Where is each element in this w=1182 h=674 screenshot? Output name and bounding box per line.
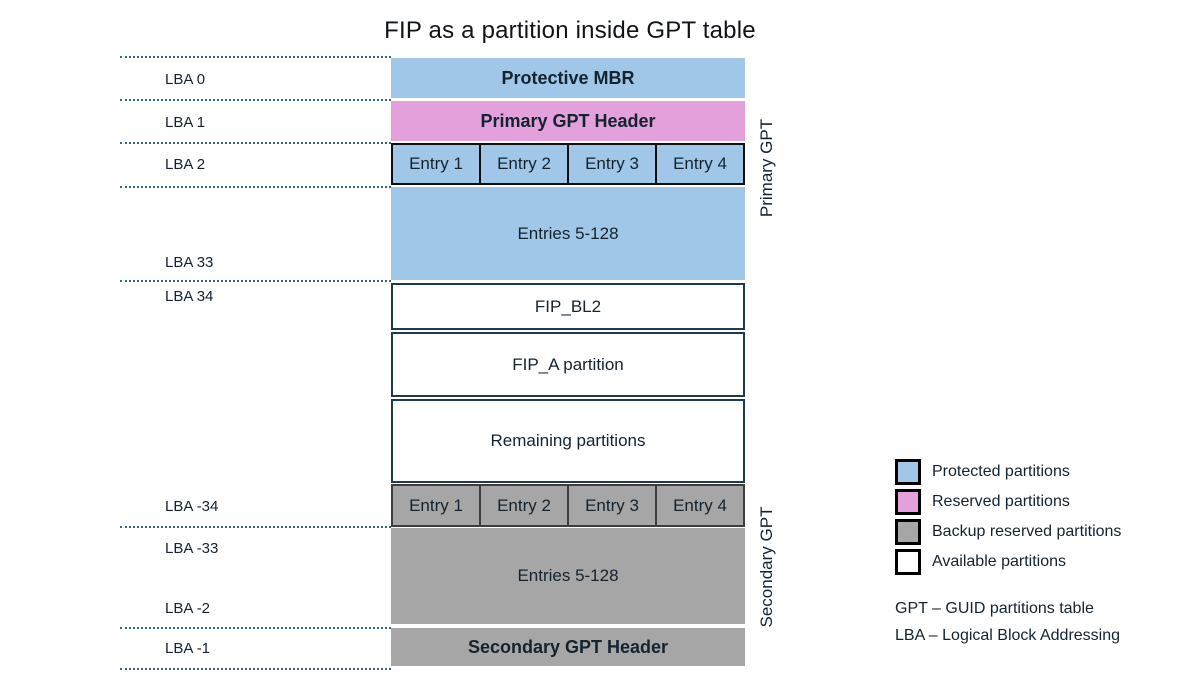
block-remaining-partitions: Remaining partitions (391, 399, 745, 483)
lba-label-34: LBA 34 (165, 288, 214, 305)
secondary-gpt-side-label: Secondary GPT (757, 506, 776, 628)
page-title: FIP as a partition inside GPT table (384, 17, 756, 44)
lba-label-2: LBA 2 (165, 156, 206, 173)
backup-color-swatch (895, 519, 921, 545)
secondary-entry-1: Entry 1 (391, 484, 481, 527)
block-primary-gpt-header: Primary GPT Header (391, 101, 745, 141)
primary-entry-1: Entry 1 (391, 143, 481, 185)
reserved-color-swatch (895, 489, 921, 515)
primary-gpt-side-label: Primary GPT (757, 118, 776, 218)
legend-item-protected: Protected partitions (895, 459, 1121, 485)
lba-separator-line (120, 142, 391, 144)
primary-entry-2: Entry 2 (479, 143, 569, 185)
lba-separator-line (120, 668, 391, 670)
secondary-entry-3: Entry 3 (567, 484, 657, 527)
legend-item-label: Backup reserved partitions (932, 523, 1122, 540)
legend-item-label: Protected partitions (932, 463, 1070, 480)
lba-label-33: LBA 33 (165, 254, 214, 271)
lba-label-0: LBA 0 (165, 71, 206, 88)
lba-label-neg1: LBA -1 (165, 640, 211, 657)
primary-entry-4: Entry 4 (655, 143, 745, 185)
secondary-entry-4: Entry 4 (655, 484, 745, 527)
secondary-entry-2: Entry 2 (479, 484, 569, 527)
lba-label-1: LBA 1 (165, 114, 206, 131)
block-secondary-gpt-header: Secondary GPT Header (391, 628, 745, 666)
legend-item-available: Available partitions (895, 549, 1121, 575)
legend-item-label: Available partitions (932, 553, 1067, 570)
legend-item-backup: Backup reserved partitions (895, 519, 1121, 545)
lba-label-neg2: LBA -2 (165, 600, 211, 617)
lba-separator-line (120, 186, 391, 188)
lba-separator-line (120, 526, 391, 528)
secondary-entry-row: Entry 1 Entry 2 Entry 3 Entry 4 (391, 484, 745, 527)
lba-separator-line (120, 99, 391, 101)
gpt-abbreviation: GPT – GUID partitions table (895, 600, 1094, 617)
protected-color-swatch (895, 459, 921, 485)
block-secondary-entries-5-128: Entries 5-128 (391, 528, 745, 624)
legend: Protected partitions Reserved partitions… (895, 459, 1121, 579)
lba-separator-line (120, 280, 391, 282)
block-fip-bl2: FIP_BL2 (391, 283, 745, 330)
lba-separator-line (120, 56, 391, 58)
lba-label-neg34: LBA -34 (165, 498, 219, 515)
primary-entry-3: Entry 3 (567, 143, 657, 185)
primary-entry-row: Entry 1 Entry 2 Entry 3 Entry 4 (391, 143, 745, 185)
available-color-swatch (895, 549, 921, 575)
block-protective-mbr: Protective MBR (391, 58, 745, 98)
legend-item-reserved: Reserved partitions (895, 489, 1121, 515)
block-fip-a-partition: FIP_A partition (391, 332, 745, 397)
block-primary-entries-5-128: Entries 5-128 (391, 187, 745, 280)
lba-separator-line (120, 627, 391, 629)
legend-item-label: Reserved partitions (932, 493, 1070, 510)
lba-label-neg33: LBA -33 (165, 540, 219, 557)
lba-abbreviation: LBA – Logical Block Addressing (895, 627, 1121, 644)
